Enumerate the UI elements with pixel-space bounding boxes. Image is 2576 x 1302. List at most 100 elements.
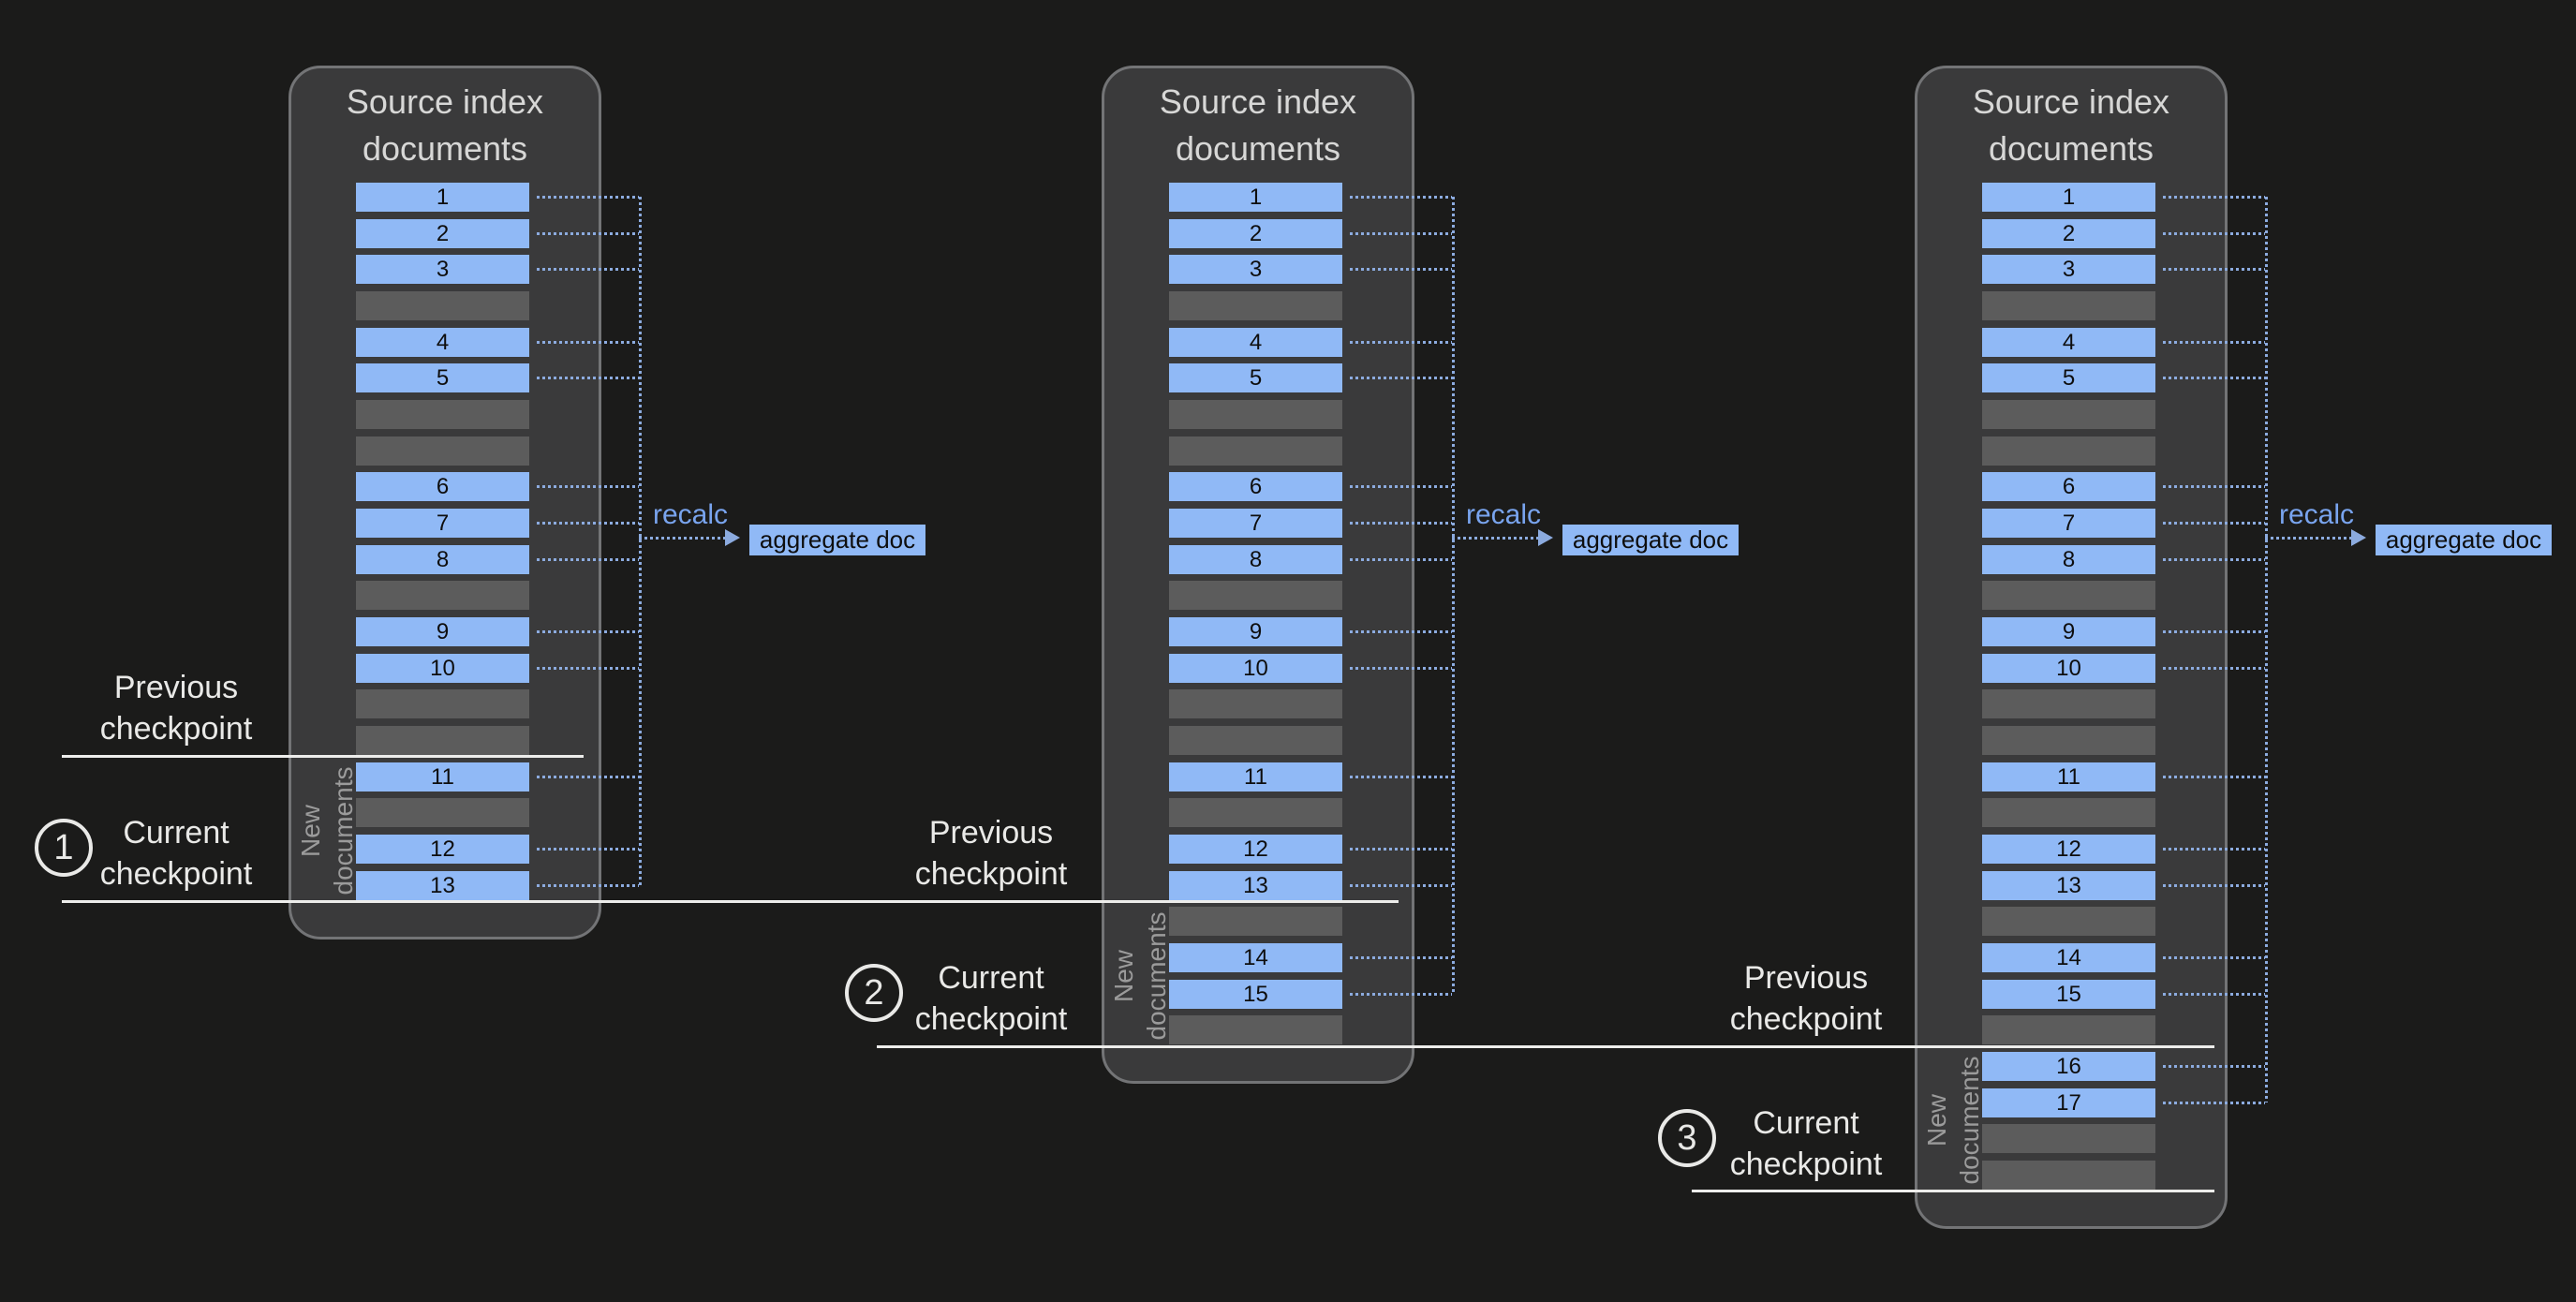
doc-bar: 15	[1982, 980, 2155, 1009]
doc-connector-line	[537, 341, 639, 344]
doc-bar: 13	[1169, 871, 1342, 900]
recalc-arrow-line	[2265, 537, 2353, 540]
empty-slot	[1169, 689, 1342, 718]
doc-bar: 8	[356, 545, 529, 574]
doc-bar: 12	[356, 835, 529, 864]
empty-slot	[1982, 798, 2155, 827]
doc-bar: 8	[1982, 545, 2155, 574]
doc-bar: 10	[1169, 654, 1342, 683]
doc-bar: 10	[356, 654, 529, 683]
checkpoint-line	[877, 1045, 2214, 1048]
doc-bar: 1	[1169, 183, 1342, 212]
doc-connector-line	[2163, 232, 2265, 235]
recalc-label: recalc	[1465, 499, 1542, 530]
doc-bar: 2	[1982, 219, 2155, 248]
doc-connector-line	[2163, 522, 2265, 525]
doc-bar: 8	[1169, 545, 1342, 574]
doc-connector-line	[537, 776, 639, 778]
doc-connector-line	[2163, 993, 2265, 996]
doc-bar: 1	[1982, 183, 2155, 212]
empty-slot	[1982, 689, 2155, 718]
checkpoint-number-badge: 2	[845, 964, 903, 1022]
current-checkpoint-line2: checkpoint	[914, 1001, 1068, 1037]
doc-connector-line	[1350, 268, 1452, 271]
empty-slot	[1169, 798, 1342, 827]
doc-bar: 7	[356, 509, 529, 538]
panel-title-line1: Source index	[1159, 82, 1357, 121]
doc-bar: 6	[1169, 472, 1342, 501]
doc-connector-line	[537, 667, 639, 670]
doc-bar: 4	[1982, 328, 2155, 357]
empty-slot	[1982, 400, 2155, 429]
checkpoint-line	[62, 755, 584, 758]
doc-connector-line	[2163, 956, 2265, 959]
empty-slot	[1982, 436, 2155, 466]
recalc-label: recalc	[652, 499, 729, 530]
panel-title-line2: documents	[1175, 129, 1341, 168]
doc-bar: 6	[1982, 472, 2155, 501]
doc-connector-line	[1350, 848, 1452, 851]
panel-title-line2: documents	[1988, 129, 2154, 168]
panel-title-line2: documents	[362, 129, 528, 168]
doc-connector-line	[537, 485, 639, 488]
doc-bar: 7	[1982, 509, 2155, 538]
doc-connector-line	[537, 630, 639, 633]
doc-bar: 12	[1169, 835, 1342, 864]
doc-bar: 10	[1982, 654, 2155, 683]
empty-slot	[356, 581, 529, 610]
doc-bar: 6	[356, 472, 529, 501]
empty-slot	[356, 689, 529, 718]
doc-bar: 5	[1169, 363, 1342, 392]
doc-connector-line	[2163, 485, 2265, 488]
doc-bar: 13	[1982, 871, 2155, 900]
doc-bar: 5	[1982, 363, 2155, 392]
doc-bar: 4	[356, 328, 529, 357]
doc-bar: 3	[1982, 255, 2155, 284]
doc-connector-line	[2163, 667, 2265, 670]
empty-slot	[356, 436, 529, 466]
doc-connector-line	[2163, 1102, 2265, 1104]
doc-bar: 9	[1169, 617, 1342, 646]
doc-bar: 9	[356, 617, 529, 646]
doc-connector-line	[537, 558, 639, 561]
doc-connector-line	[1350, 630, 1452, 633]
checkpoint-number-badge: 1	[35, 819, 93, 877]
empty-slot	[1169, 436, 1342, 466]
collector-line	[2265, 197, 2268, 1102]
empty-slot	[1982, 581, 2155, 610]
collector-line	[1452, 197, 1455, 994]
empty-slot	[1169, 581, 1342, 610]
previous-checkpoint-line2: checkpoint	[99, 711, 253, 747]
doc-bar: 13	[356, 871, 529, 900]
empty-slot	[1982, 1124, 2155, 1153]
doc-connector-line	[2163, 884, 2265, 887]
doc-bar: 17	[1982, 1088, 2155, 1117]
doc-bar: 7	[1169, 509, 1342, 538]
doc-bar: 2	[356, 219, 529, 248]
doc-connector-line	[2163, 848, 2265, 851]
empty-slot	[1169, 400, 1342, 429]
recalc-label: recalc	[2278, 499, 2355, 530]
collector-line	[639, 197, 642, 885]
doc-connector-line	[1350, 667, 1452, 670]
empty-slot	[1169, 726, 1342, 755]
previous-checkpoint-line2: checkpoint	[1729, 1001, 1883, 1037]
doc-connector-line	[2163, 377, 2265, 379]
panel-title-line1: Source index	[346, 82, 544, 121]
checkpoint-number-badge: 3	[1658, 1109, 1716, 1167]
doc-connector-line	[1350, 377, 1452, 379]
current-checkpoint-line1: Current	[123, 815, 229, 851]
doc-connector-line	[537, 848, 639, 851]
doc-bar: 15	[1169, 980, 1342, 1009]
doc-bar: 9	[1982, 617, 2155, 646]
panel-title: Source index documents	[289, 79, 601, 172]
doc-connector-line	[1350, 341, 1452, 344]
doc-connector-line	[537, 196, 639, 199]
doc-connector-line	[537, 884, 639, 887]
doc-connector-line	[537, 268, 639, 271]
recalc-arrowhead-icon	[1538, 529, 1553, 546]
